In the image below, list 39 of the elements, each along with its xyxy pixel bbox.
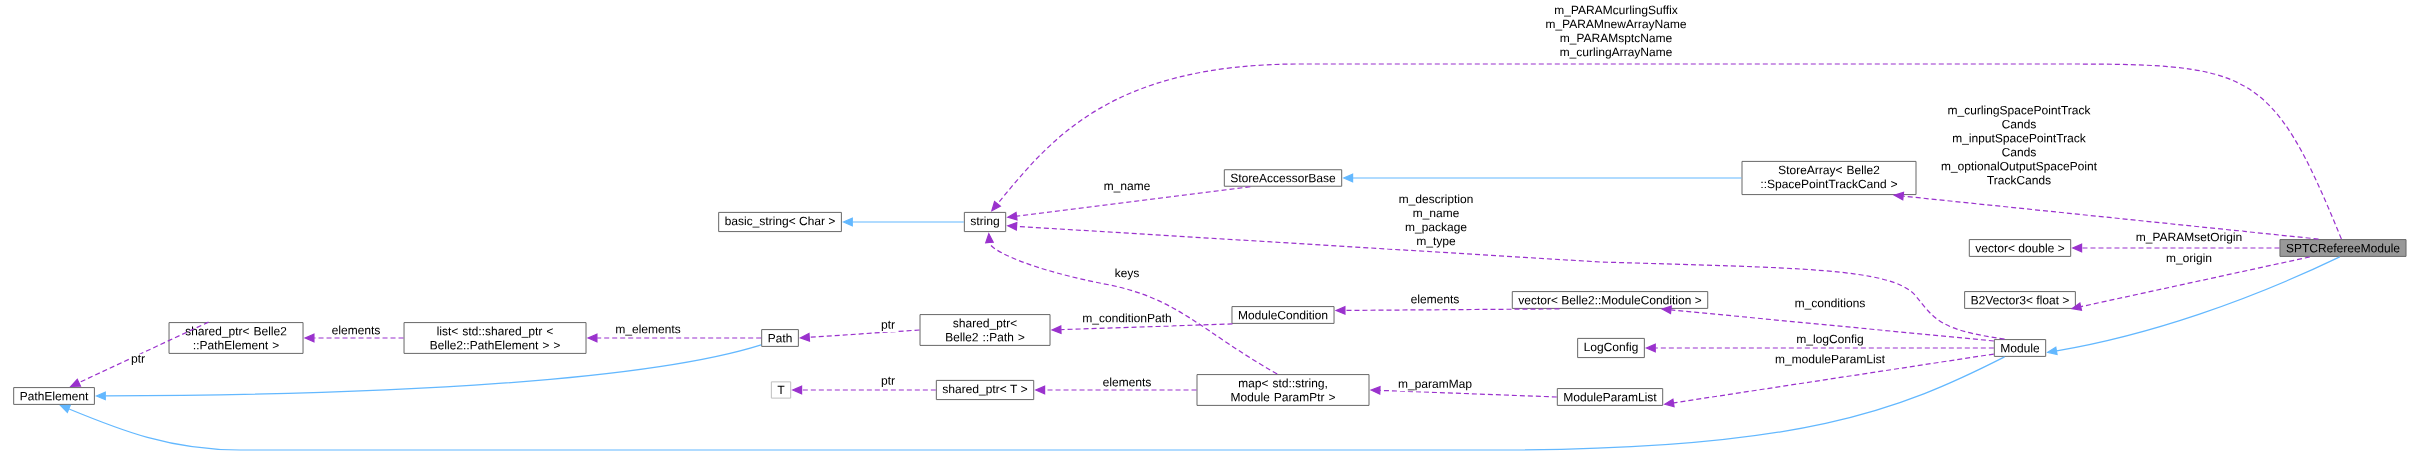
edge-label: m_curlingSpacePointTrack Cands m_inputSpacePointTrack Cands m_optionalOutputSpacePoint TrackCands [1925, 104, 2113, 186]
class-box: vector< Belle2::ModuleCondition > [1511, 291, 1709, 309]
edge-label: ptr [880, 319, 896, 333]
class-box: SPTCRefereeModule [2279, 239, 2407, 257]
class-box: basic_string< Char > [718, 211, 842, 233]
edge-label: keys [1113, 267, 1141, 281]
edge-label: m_conditions [1793, 297, 1867, 311]
edge-label: m_name [1102, 182, 1152, 194]
edge-label: ptr [880, 375, 896, 389]
class-box: StoreArray< Belle2 ::SpacePointTrackCand > [1741, 160, 1917, 196]
class-box: B2Vector3< float > [1964, 291, 2076, 309]
edge-label: m_PARAMsetOrigin [2134, 231, 2244, 245]
edge-label: m_PARAMcurlingSuffix m_PARAMnewArrayName m_PARAMsptcName m_curlingArrayName [1535, 4, 1697, 60]
class-box: shared_ptr< Belle2 ::PathElement > [168, 322, 304, 354]
class-box: shared_ptr< T > [935, 379, 1035, 401]
edge-label: m_paramMap [1397, 378, 1473, 392]
edge-label: elements [330, 324, 382, 336]
class-box: map< std::string, Module ParamPtr > [1196, 374, 1370, 406]
class-box: LogConfig [1577, 337, 1645, 359]
class-box: ModuleParamList [1556, 388, 1664, 406]
edge-label: ptr [130, 353, 147, 367]
class-box: string [963, 211, 1007, 233]
class-box: Path [761, 329, 799, 347]
edge-label: m_origin [2165, 252, 2213, 266]
class-box: shared_ptr< Belle2 ::Path > [919, 314, 1051, 346]
edge-label: elements [1409, 293, 1461, 305]
edge-label: m_elements [614, 323, 682, 337]
edge-label: m_moduleParamList [1774, 353, 1886, 367]
edge-label: m_logConfig [1795, 333, 1865, 347]
edge-label: elements [1101, 376, 1153, 388]
class-box: list< std::shared_ptr < Belle2::PathElement > > [403, 322, 587, 354]
class-box: PathElement [13, 387, 95, 405]
edge-label: m_description m_name m_package m_type [1387, 193, 1485, 249]
class-box: ModuleCondition [1231, 306, 1335, 324]
class-box: Module [1993, 339, 2047, 357]
class-box: T [770, 381, 792, 399]
edge-label: m_conditionPath [1081, 312, 1173, 326]
class-box: StoreAccessorBase [1223, 169, 1343, 187]
class-box: vector< double > [1968, 239, 2072, 257]
